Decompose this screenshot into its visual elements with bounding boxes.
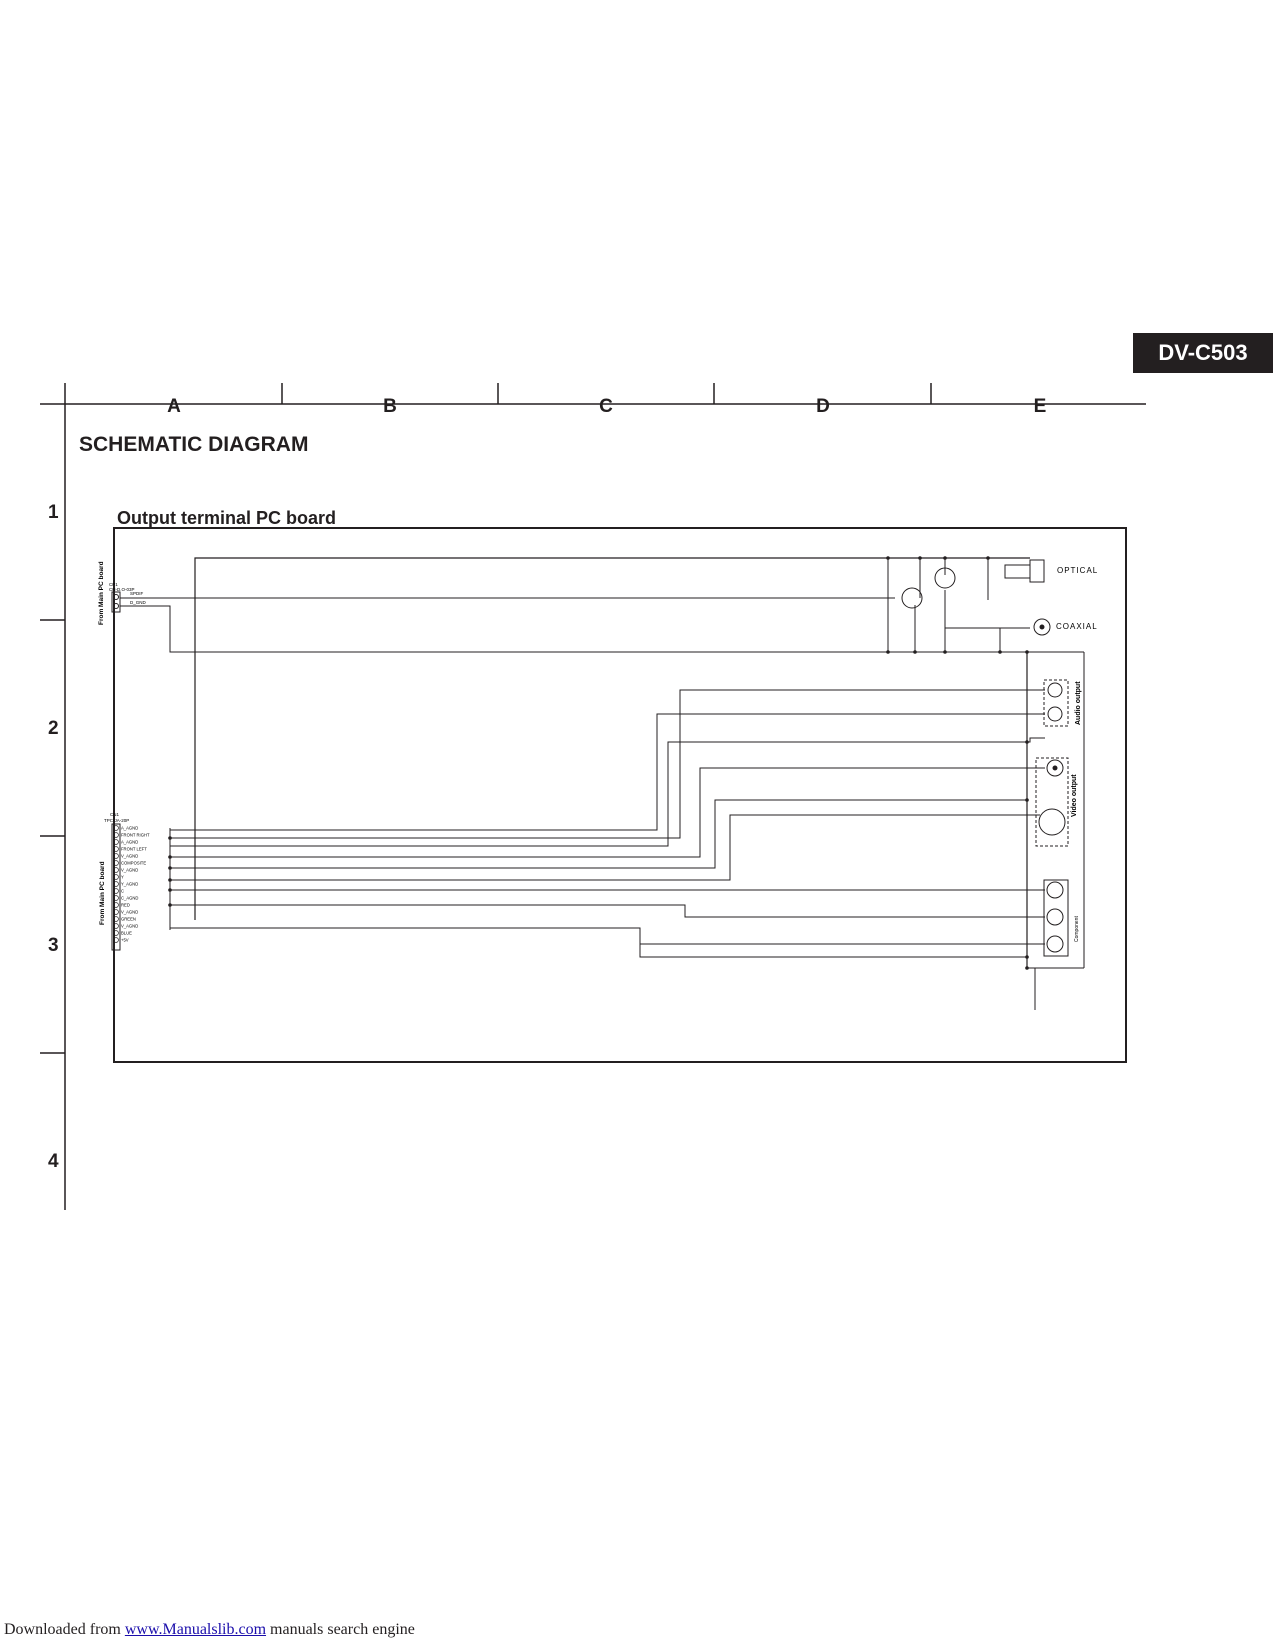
transistor-q2 — [934, 567, 956, 589]
row-label-3: 3 — [48, 935, 59, 956]
optical-label: OPTICAL — [1057, 566, 1098, 575]
cn1-pin-label: RED — [121, 903, 130, 908]
cn1-pin — [113, 909, 119, 915]
cp1-label: CP1 — [109, 582, 118, 587]
cn1-pin-label: GREEN — [121, 917, 136, 922]
footer-suffix: manuals search engine — [270, 1621, 415, 1638]
cn1-pin — [113, 923, 119, 929]
cn1-label: CN1 — [110, 812, 119, 817]
transistor-q1 — [901, 587, 923, 609]
footer-prefix: Downloaded from — [4, 1621, 121, 1638]
cn1-pin — [113, 916, 119, 922]
row-label-4: 4 — [48, 1151, 59, 1172]
board-outline — [113, 527, 1127, 1063]
row-label-1: 1 — [48, 502, 59, 523]
cn1-pin-label: C_AGND — [121, 896, 138, 901]
cn1-pin-label: BLUE — [121, 931, 132, 936]
from-main-board-label-bottom: From Main PC board — [99, 861, 106, 925]
cp1-pin2-label: D_GND — [130, 600, 147, 605]
cn1-pin — [113, 839, 119, 845]
footer: Downloaded from www.Manualslib.com manua… — [4, 1621, 415, 1639]
component-jack-pr — [1046, 935, 1064, 953]
audio-jack-left — [1047, 706, 1063, 722]
cp1-part-label: CN-D.O-03P — [109, 587, 135, 592]
column-label-c: C — [599, 396, 613, 417]
cn1-pin — [113, 846, 119, 852]
component-label: Component — [1074, 916, 1080, 942]
audio-jack-right — [1047, 682, 1063, 698]
column-label-d: D — [816, 396, 830, 417]
row-label-2: 2 — [48, 718, 59, 739]
cn1-pin — [113, 874, 119, 880]
video-output-label: Video output — [1071, 774, 1078, 817]
column-label-b: B — [383, 396, 397, 417]
cn1-connector — [111, 823, 121, 951]
column-label-e: E — [1033, 396, 1047, 417]
component-jack-y — [1046, 881, 1064, 899]
audio-output-label: Audio output — [1075, 681, 1082, 725]
cn1-pin-label: V_AGND — [121, 854, 138, 859]
cp1-pin1-label: SPDIF — [130, 591, 144, 596]
cn1-part-label: TPC-JA-20P — [104, 818, 129, 823]
cn1-pin-label: V_AGND — [121, 868, 138, 873]
cp1-connector — [111, 591, 121, 613]
page-title: SCHEMATIC DIAGRAM — [79, 433, 309, 456]
cn1-pin — [113, 867, 119, 873]
optical-module — [1029, 559, 1045, 583]
cn1-pin-label: FRONT RIGHT — [121, 833, 150, 838]
cn1-pin-label: COMPOSITE — [121, 861, 146, 866]
cn1-pin — [113, 937, 119, 943]
from-main-board-label-top: From Main PC board — [98, 561, 105, 625]
coaxial-jack — [1033, 618, 1051, 636]
junction-dots — [168, 556, 1029, 970]
cn1-pin — [113, 895, 119, 901]
cn1-pin — [113, 888, 119, 894]
component-jack-pb — [1046, 908, 1064, 926]
board-subtitle: Output terminal PC board — [117, 508, 337, 528]
cn1-pin-label: V_AGND — [121, 924, 138, 929]
manualslib-link[interactable]: www.Manualslib.com — [124, 1621, 267, 1638]
cn1-pin-label: V_AGND — [121, 910, 138, 915]
cn1-pin — [113, 825, 119, 831]
column-label-a: A — [167, 396, 181, 417]
cn1-pin — [113, 853, 119, 859]
cn1-pin-label: Y — [121, 875, 124, 880]
cn1-pin-label: A_AGND — [121, 826, 138, 831]
cn1-pin — [113, 881, 119, 887]
cn1-pin — [113, 860, 119, 866]
cn1-pin-label: Y_AGND — [121, 882, 138, 887]
cn1-pin-label: FRONT LEFT — [121, 847, 147, 852]
cn1-pin-label: A_AGND — [121, 840, 138, 845]
cn1-pin-label: +5V — [121, 938, 129, 943]
model-badge: DV-C503 — [1133, 333, 1273, 373]
cn1-pin — [113, 832, 119, 838]
cn1-pin — [113, 930, 119, 936]
coaxial-label: COAXIAL — [1056, 622, 1098, 631]
svideo-jack — [1038, 808, 1066, 836]
video-composite-jack — [1046, 759, 1064, 777]
cn1-pin-label: C — [121, 889, 124, 894]
cn1-pin — [113, 902, 119, 908]
